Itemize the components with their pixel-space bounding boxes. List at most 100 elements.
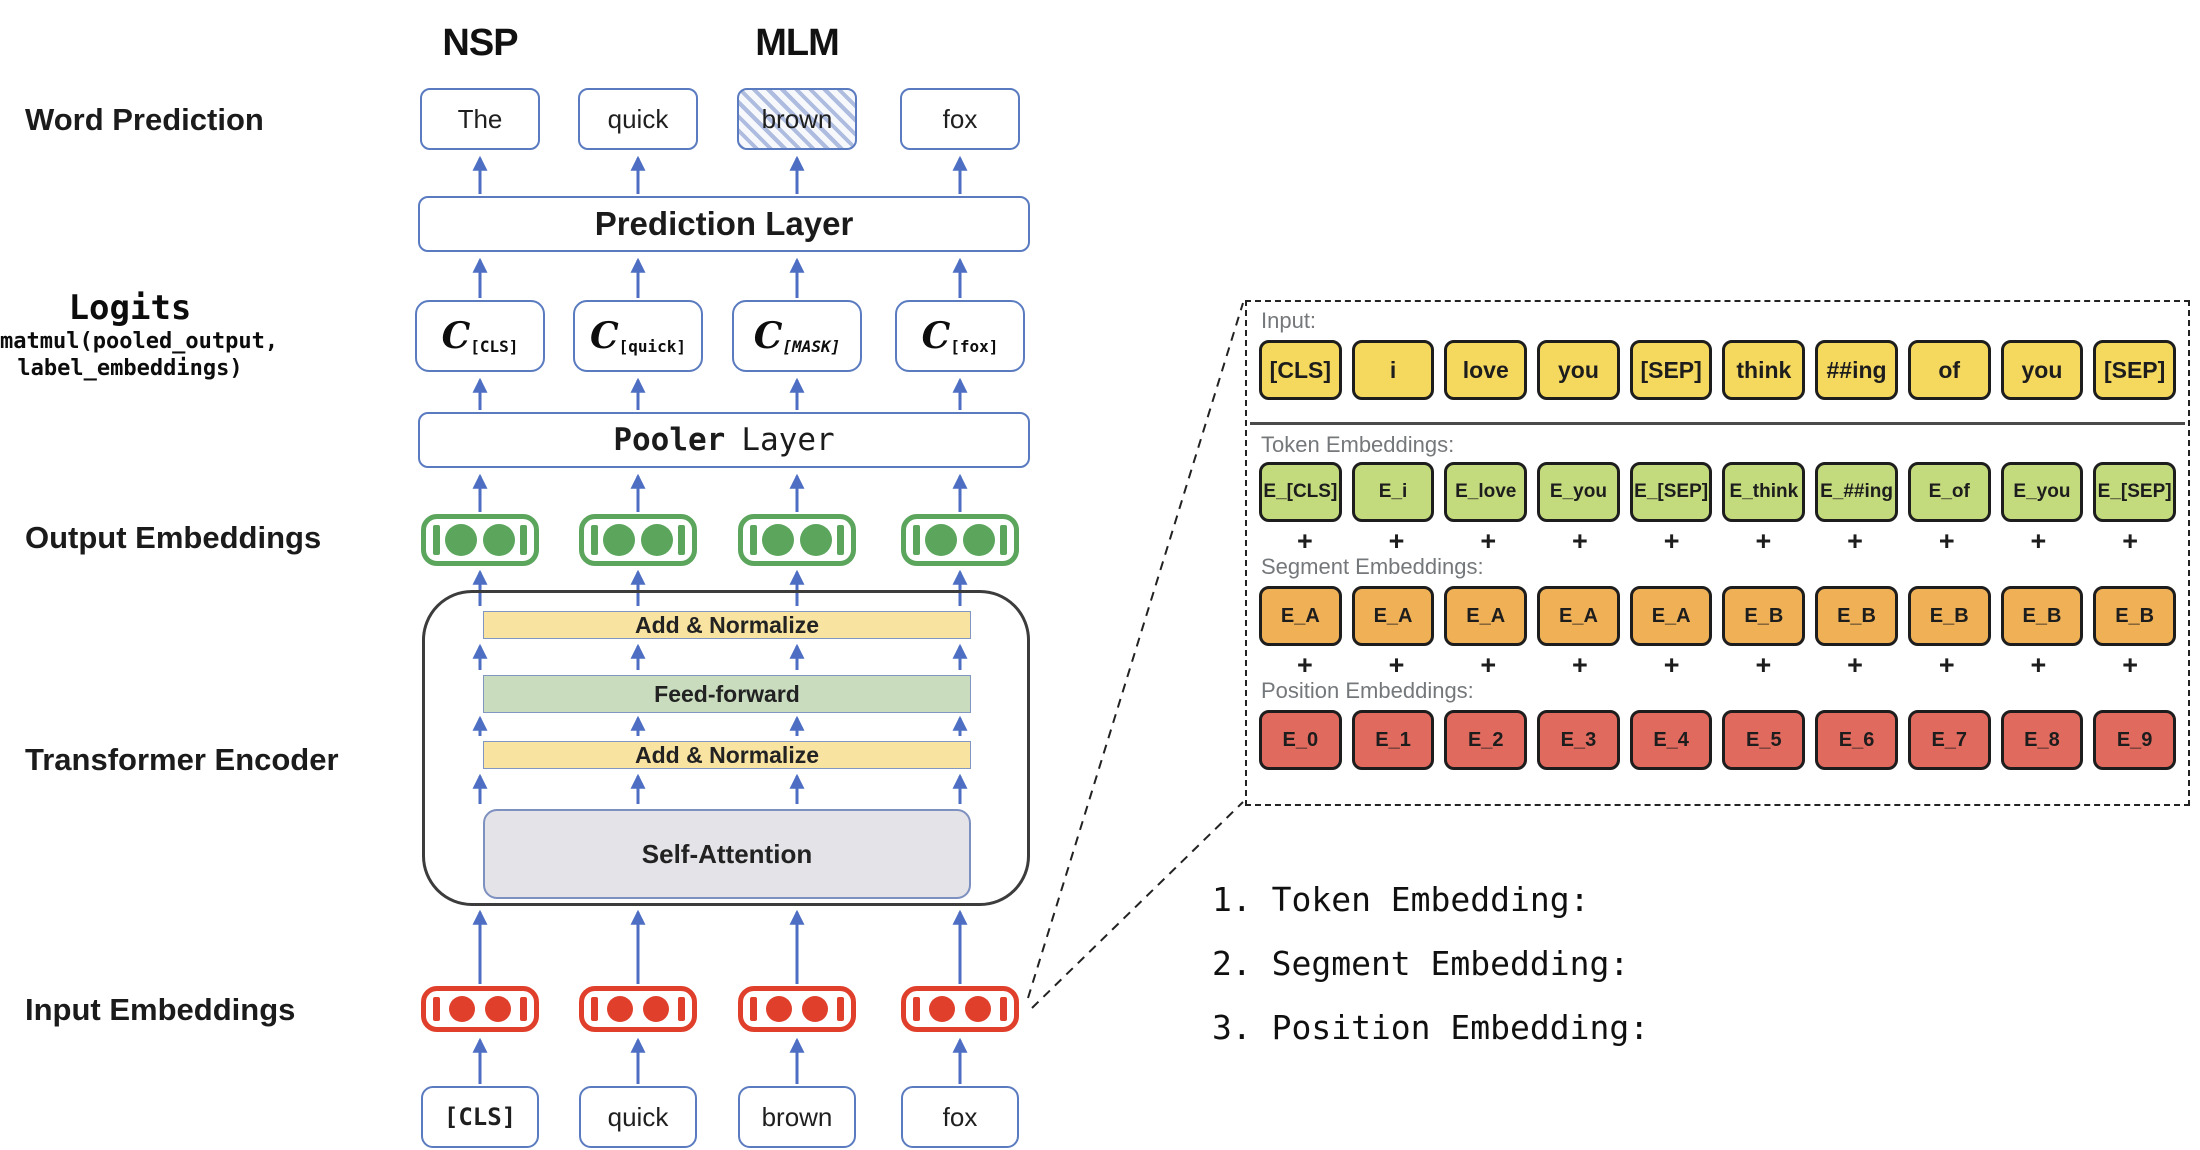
input-embedding-cell: i: [1351, 340, 1435, 400]
logit-cell: C[MASK]: [732, 300, 862, 372]
plus-sign: +: [1388, 650, 1405, 680]
word-prediction-box: fox: [900, 88, 1020, 150]
position-embedding-cell: E_6: [1815, 710, 1898, 770]
embedding-dot: [801, 996, 828, 1022]
plus-sign: +: [2122, 650, 2139, 680]
embedding-bar: [677, 525, 685, 555]
segment-embedding-cell: E_B: [1815, 586, 1898, 646]
logits-code-line-1: matmul(pooled_output,: [0, 329, 279, 354]
input-embedding-cell: of: [1907, 340, 1991, 400]
plus-sign: +: [2122, 526, 2139, 556]
embedding-dot: [962, 524, 995, 556]
segment-embedding-cell: E_B: [2093, 586, 2176, 646]
embedding-bar: [677, 997, 685, 1021]
logits-annotation: Logits matmul(pooled_output, label_embed…: [0, 288, 279, 382]
segment-embedding-cell: E_B: [2000, 586, 2084, 646]
panel-plus-row-2: ++++++++++: [1259, 650, 2176, 680]
position-embedding-cell: E_9: [2093, 710, 2176, 770]
embedding-bar: [836, 525, 844, 555]
embedding-bar: [913, 525, 920, 555]
plus-sign: +: [2030, 650, 2047, 680]
embedding-bar: [999, 997, 1007, 1021]
embedding-dot: [445, 524, 478, 556]
plus-sign: +: [1296, 526, 1313, 556]
embedding-bar: [433, 997, 440, 1021]
segment-embedding-cell: E_A: [1537, 586, 1620, 646]
panel-input-label: Input:: [1261, 308, 1317, 333]
embedding-dot: [929, 996, 956, 1022]
plus-sign: +: [1755, 650, 1772, 680]
plus-sign: +: [1572, 650, 1588, 680]
logit-cell-symbol: C: [441, 315, 471, 357]
embedding-bar: [433, 525, 440, 555]
input-embedding-cell: [SEP]: [2093, 340, 2176, 400]
input-embedding-cell: you: [2000, 340, 2084, 400]
embedding-dot: [766, 996, 793, 1022]
embedding-bar: [750, 525, 757, 555]
plus-sign: +: [1847, 526, 1863, 556]
embedding-dot: [642, 996, 669, 1022]
word-prediction-box: brown: [737, 88, 857, 150]
embedding-dot: [640, 524, 673, 556]
input-embeddings-label: Input Embeddings: [25, 992, 296, 1027]
position-embedding-cell: E_5: [1722, 710, 1806, 770]
segment-embedding-cell: E_B: [1722, 586, 1806, 646]
logit-cell: C[CLS]: [415, 300, 545, 372]
panel-segment-embeddings-label: Segment Embeddings:: [1261, 554, 1484, 579]
plus-sign: +: [1480, 650, 1497, 680]
plus-sign: +: [1663, 526, 1680, 556]
position-embedding-cell: E_2: [1444, 710, 1528, 770]
token-embedding-cell: E_[SEP]: [1629, 462, 1713, 522]
embedding-note-item: 3. Position Embedding:: [1212, 1008, 1650, 1047]
plus-sign: +: [1938, 526, 1955, 556]
self-attention-box: Self-Attention: [483, 809, 971, 899]
position-embedding-cell: E_4: [1629, 710, 1713, 770]
logit-cell: C[fox]: [895, 300, 1025, 372]
token-embedding-cell: E_i: [1351, 462, 1435, 522]
input-embedding-capsule: [901, 986, 1019, 1032]
panel-token-embeddings-label: Token Embeddings:: [1261, 432, 1455, 457]
segment-embedding-cell: E_A: [1351, 586, 1435, 646]
segment-embedding-cell: E_B: [1907, 586, 1991, 646]
zoom-connector-line: [1027, 302, 1244, 999]
plus-sign: +: [1663, 650, 1680, 680]
prediction-layer-box: Prediction Layer: [418, 196, 1030, 252]
logits-code-line-2: label_embeddings): [17, 356, 243, 381]
token-embedding-cell: E_##ing: [1815, 462, 1898, 522]
token-embedding-cell: E_love: [1444, 462, 1528, 522]
transformer-encoder-box: Add & Normalize Feed-forward Add & Norma…: [422, 590, 1030, 906]
output-embeddings-label: Output Embeddings: [25, 520, 322, 555]
input-embedding-cell: love: [1444, 340, 1528, 400]
word-prediction-label: Word Prediction: [25, 102, 264, 137]
embedding-bar: [591, 997, 598, 1021]
input-embedding-cell: think: [1722, 340, 1806, 400]
segment-embedding-cell: E_A: [1629, 586, 1713, 646]
feed-forward-bar: Feed-forward: [483, 675, 971, 713]
plus-sign: +: [1572, 526, 1588, 556]
input-embedding-capsule: [579, 986, 697, 1032]
embedding-dot: [799, 524, 832, 556]
panel-position-embeddings-label: Position Embeddings:: [1261, 678, 1474, 703]
segment-embedding-cell: E_A: [1444, 586, 1528, 646]
input-embedding-cell: [CLS]: [1259, 340, 1342, 400]
logit-cell-symbol: C: [921, 315, 951, 357]
embedding-bar: [591, 525, 598, 555]
logit-cell-symbol: C: [589, 315, 619, 357]
plus-sign: +: [1388, 526, 1405, 556]
logit-cell: C[quick]: [573, 300, 703, 372]
position-embedding-cell: E_3: [1537, 710, 1620, 770]
token-embedding-cell: E_[CLS]: [1259, 462, 1342, 522]
pooler-layer-label-bold: Pooler: [613, 422, 726, 458]
plus-sign: +: [1480, 526, 1497, 556]
embedding-dot: [482, 524, 515, 556]
token-embedding-cell: E_think: [1722, 462, 1806, 522]
embedding-bar: [519, 997, 527, 1021]
embedding-bar: [750, 997, 757, 1021]
plus-sign: +: [1847, 650, 1863, 680]
input-token-box: [CLS]: [421, 1086, 539, 1148]
embedding-note-item: 1. Token Embedding:: [1212, 880, 1590, 919]
